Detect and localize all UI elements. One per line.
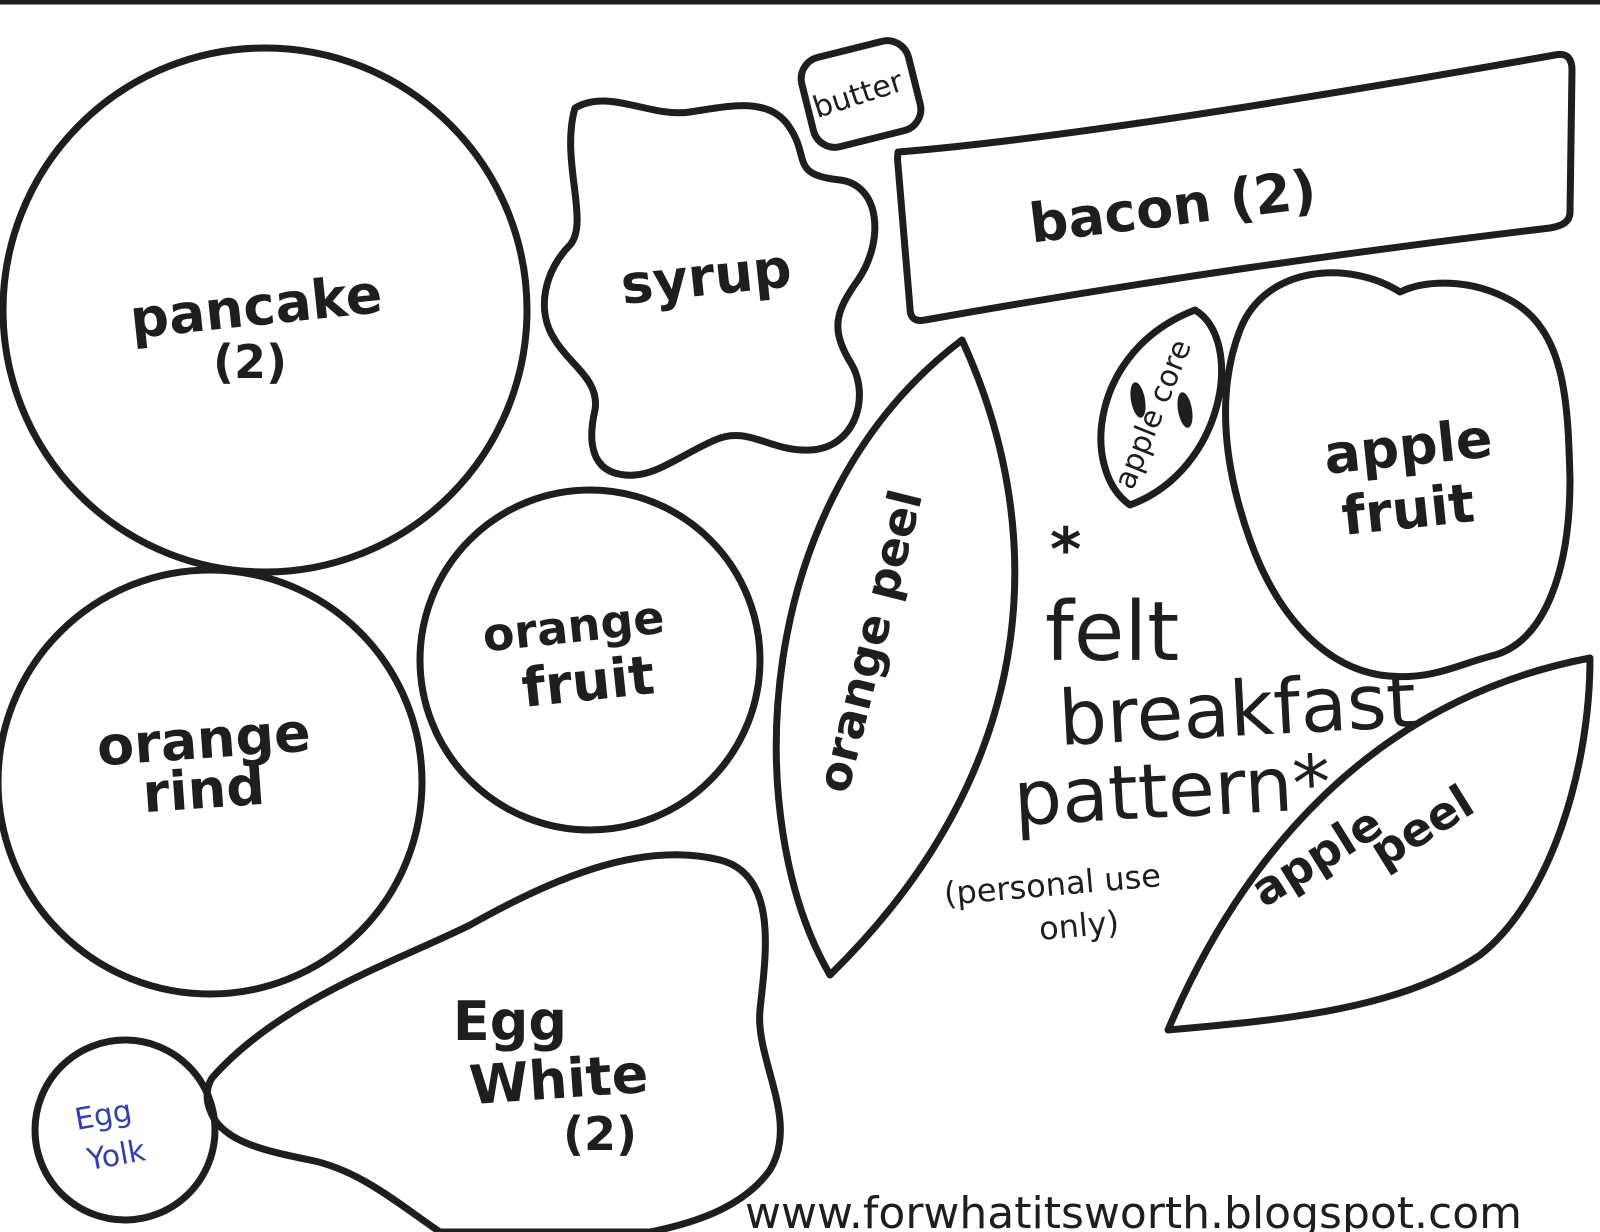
orange-fruit-outline — [416, 486, 764, 834]
orange-fruit-piece: orange fruit — [416, 486, 764, 834]
apple-fruit-piece: apple fruit — [1222, 269, 1574, 681]
egg-yolk-piece: Egg Yolk — [31, 1036, 219, 1224]
egg-yolk-outline — [31, 1036, 219, 1224]
orange-peel-outline — [772, 336, 1019, 979]
egg-white-label-1: Egg — [453, 990, 567, 1053]
pancake-outline — [0, 44, 531, 576]
pancake-count: (2) — [213, 335, 287, 389]
syrup-piece: syrup — [540, 97, 879, 479]
title-star: * — [1050, 515, 1081, 585]
apple-peel-outline — [1164, 654, 1594, 1034]
egg-white-label-3: (2) — [563, 1107, 637, 1161]
syrup-label: syrup — [618, 236, 795, 317]
egg-yolk-label-2: Yolk — [84, 1133, 149, 1178]
bacon-label: bacon (2) — [1026, 158, 1320, 256]
egg-white-outline — [203, 851, 784, 1232]
butter-outline — [797, 37, 925, 151]
apple-fruit-outline — [1222, 269, 1574, 681]
apple-seed-icon — [1130, 382, 1146, 418]
pattern-title: * felt breakfast pattern* (personal use … — [942, 515, 1418, 948]
apple-peel-label-2: peel — [1360, 774, 1483, 879]
pancake-piece: pancake (2) — [0, 44, 531, 576]
orange-rind-piece: orange rind — [0, 566, 426, 998]
orange-rind-outline — [0, 566, 426, 998]
apple-core-outline — [1097, 306, 1225, 509]
egg-white-label-2: White — [467, 1042, 650, 1117]
apple-core-piece: apple core — [1097, 306, 1225, 509]
orange-fruit-label-2: fruit — [519, 643, 658, 720]
title-note-2: only) — [1037, 903, 1120, 948]
title-line-3: pattern* — [1011, 737, 1332, 842]
egg-white-piece: Egg White (2) — [203, 851, 784, 1232]
orange-rind-label-1: orange — [95, 701, 313, 779]
title-line-1: felt — [1045, 585, 1179, 680]
orange-rind-label-2: rind — [141, 754, 267, 825]
egg-yolk-label-1: Egg — [72, 1093, 134, 1137]
bacon-outline — [894, 50, 1576, 324]
title-note-1: (personal use — [942, 856, 1162, 913]
butter-label: butter — [809, 64, 908, 126]
bacon-piece: bacon (2) — [894, 50, 1576, 324]
orange-peel-label: orange peel — [806, 485, 933, 798]
footer-url: www.forwhatitsworth.blogspot.com — [745, 1188, 1522, 1232]
apple-fruit-label-2: fruit — [1339, 471, 1478, 548]
syrup-outline — [540, 97, 879, 479]
butter-piece: butter — [797, 37, 925, 151]
title-line-2: breakfast — [1056, 655, 1418, 763]
apple-seed-icon — [1177, 392, 1193, 428]
